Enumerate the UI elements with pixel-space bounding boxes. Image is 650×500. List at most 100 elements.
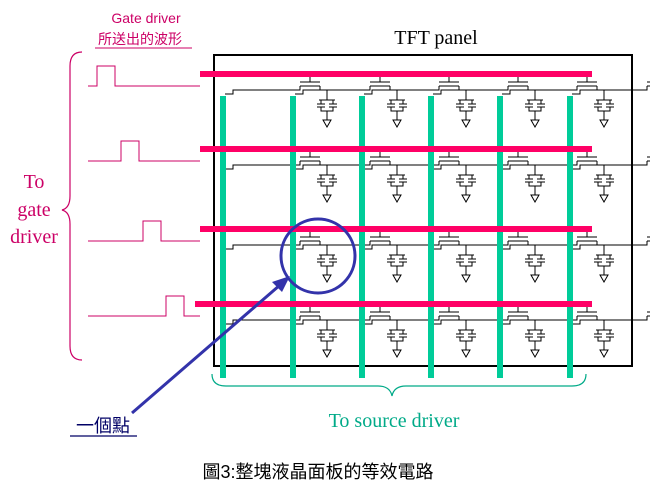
drain-connection (596, 241, 605, 255)
drain-connection (527, 161, 536, 175)
gate-driver-caption-line2: 所送出的波形 (98, 31, 182, 47)
source-connection (433, 316, 509, 325)
figure-caption: 圖3:整塊液晶面板的等效電路 (202, 462, 433, 482)
cap-common (597, 107, 611, 112)
source-connection (572, 316, 648, 325)
cap-common (459, 182, 473, 187)
gate-brace (61, 51, 83, 361)
source-connection (295, 241, 371, 250)
cap-common (597, 337, 611, 342)
ground-symbol (322, 119, 332, 129)
gate-waveform (88, 65, 200, 87)
to-gate-driver-line1: To (24, 171, 45, 193)
ground-symbol (322, 194, 332, 204)
source-connection (295, 86, 371, 95)
source-connection (364, 241, 440, 250)
source-connection (572, 161, 648, 170)
drain-connection (596, 161, 605, 175)
ground-symbol (530, 274, 540, 284)
source-connection (295, 316, 371, 325)
drain-connection (319, 86, 328, 100)
panel-border (213, 54, 633, 367)
drain-connection (389, 316, 398, 330)
cap-common (390, 337, 404, 342)
source-connection (364, 161, 440, 170)
drain-connection (389, 241, 398, 255)
drain-connection (596, 316, 605, 330)
pixel-highlight-circle (279, 217, 357, 295)
source-connection (572, 86, 648, 95)
ground-symbol (392, 274, 402, 284)
cap-common (597, 182, 611, 187)
drain-connection (458, 161, 467, 175)
cap-common (320, 107, 334, 112)
pixel-cell (225, 229, 337, 284)
pixel-cell (572, 311, 650, 325)
drain-connection (527, 316, 536, 330)
pixel-callout-label: 一個點 (76, 416, 130, 436)
source-connection (433, 86, 509, 95)
source-connection (295, 161, 371, 170)
cap-common (390, 262, 404, 267)
source-connection (502, 161, 578, 170)
ground-symbol (599, 349, 609, 359)
to-gate-driver-line3: driver (10, 226, 58, 248)
cap-common (459, 262, 473, 267)
pixel-cell (225, 74, 337, 129)
pixel-cell (295, 304, 407, 359)
pixel-cell (502, 229, 614, 284)
gate-waveform (88, 295, 200, 317)
pixel-cell (364, 229, 476, 284)
source-connection (433, 161, 509, 170)
cap-common (390, 182, 404, 187)
to-gate-driver-line2: gate (17, 199, 50, 221)
gate-waveform (88, 140, 200, 162)
pixel-cell (572, 236, 650, 250)
drain-connection (527, 86, 536, 100)
source-connection (572, 241, 648, 250)
drain-connection (319, 161, 328, 175)
pixel-cell (502, 74, 614, 129)
ground-symbol (461, 194, 471, 204)
cap-common (459, 107, 473, 112)
ground-symbol (530, 194, 540, 204)
drain-connection (527, 241, 536, 255)
source-connection (502, 86, 578, 95)
pixel-cell (572, 156, 650, 170)
cap-common (320, 337, 334, 342)
ground-symbol (530, 349, 540, 359)
pixel-cell (433, 74, 545, 129)
ground-symbol (599, 119, 609, 129)
source-connection (225, 316, 301, 325)
callout-arrow-line (131, 283, 281, 415)
ground-symbol (392, 119, 402, 129)
source-connection (502, 241, 578, 250)
pixel-cell (502, 149, 614, 204)
callout-arrowhead (272, 276, 290, 292)
pixel-cell (572, 81, 650, 95)
source-lines (220, 96, 573, 378)
drain-connection (596, 86, 605, 100)
cap-common (320, 262, 334, 267)
gate-lines (195, 71, 592, 307)
cap-common (390, 107, 404, 112)
source-connection (433, 241, 509, 250)
pixel-cell (502, 304, 614, 359)
pixel-cell (433, 304, 545, 359)
ground-symbol (392, 349, 402, 359)
pixel-cell (225, 304, 337, 359)
pixel-cell (225, 149, 337, 204)
ground-symbol (322, 274, 332, 284)
source-connection (364, 86, 440, 95)
source-brace (211, 373, 587, 397)
ground-symbol (461, 274, 471, 284)
drain-connection (458, 86, 467, 100)
pixel-cells (225, 74, 650, 359)
pixel-cell (364, 149, 476, 204)
cap-common (528, 107, 542, 112)
ground-symbol (461, 349, 471, 359)
drain-connection (389, 161, 398, 175)
drain-connection (458, 316, 467, 330)
cap-common (528, 262, 542, 267)
drain-connection (319, 316, 328, 330)
